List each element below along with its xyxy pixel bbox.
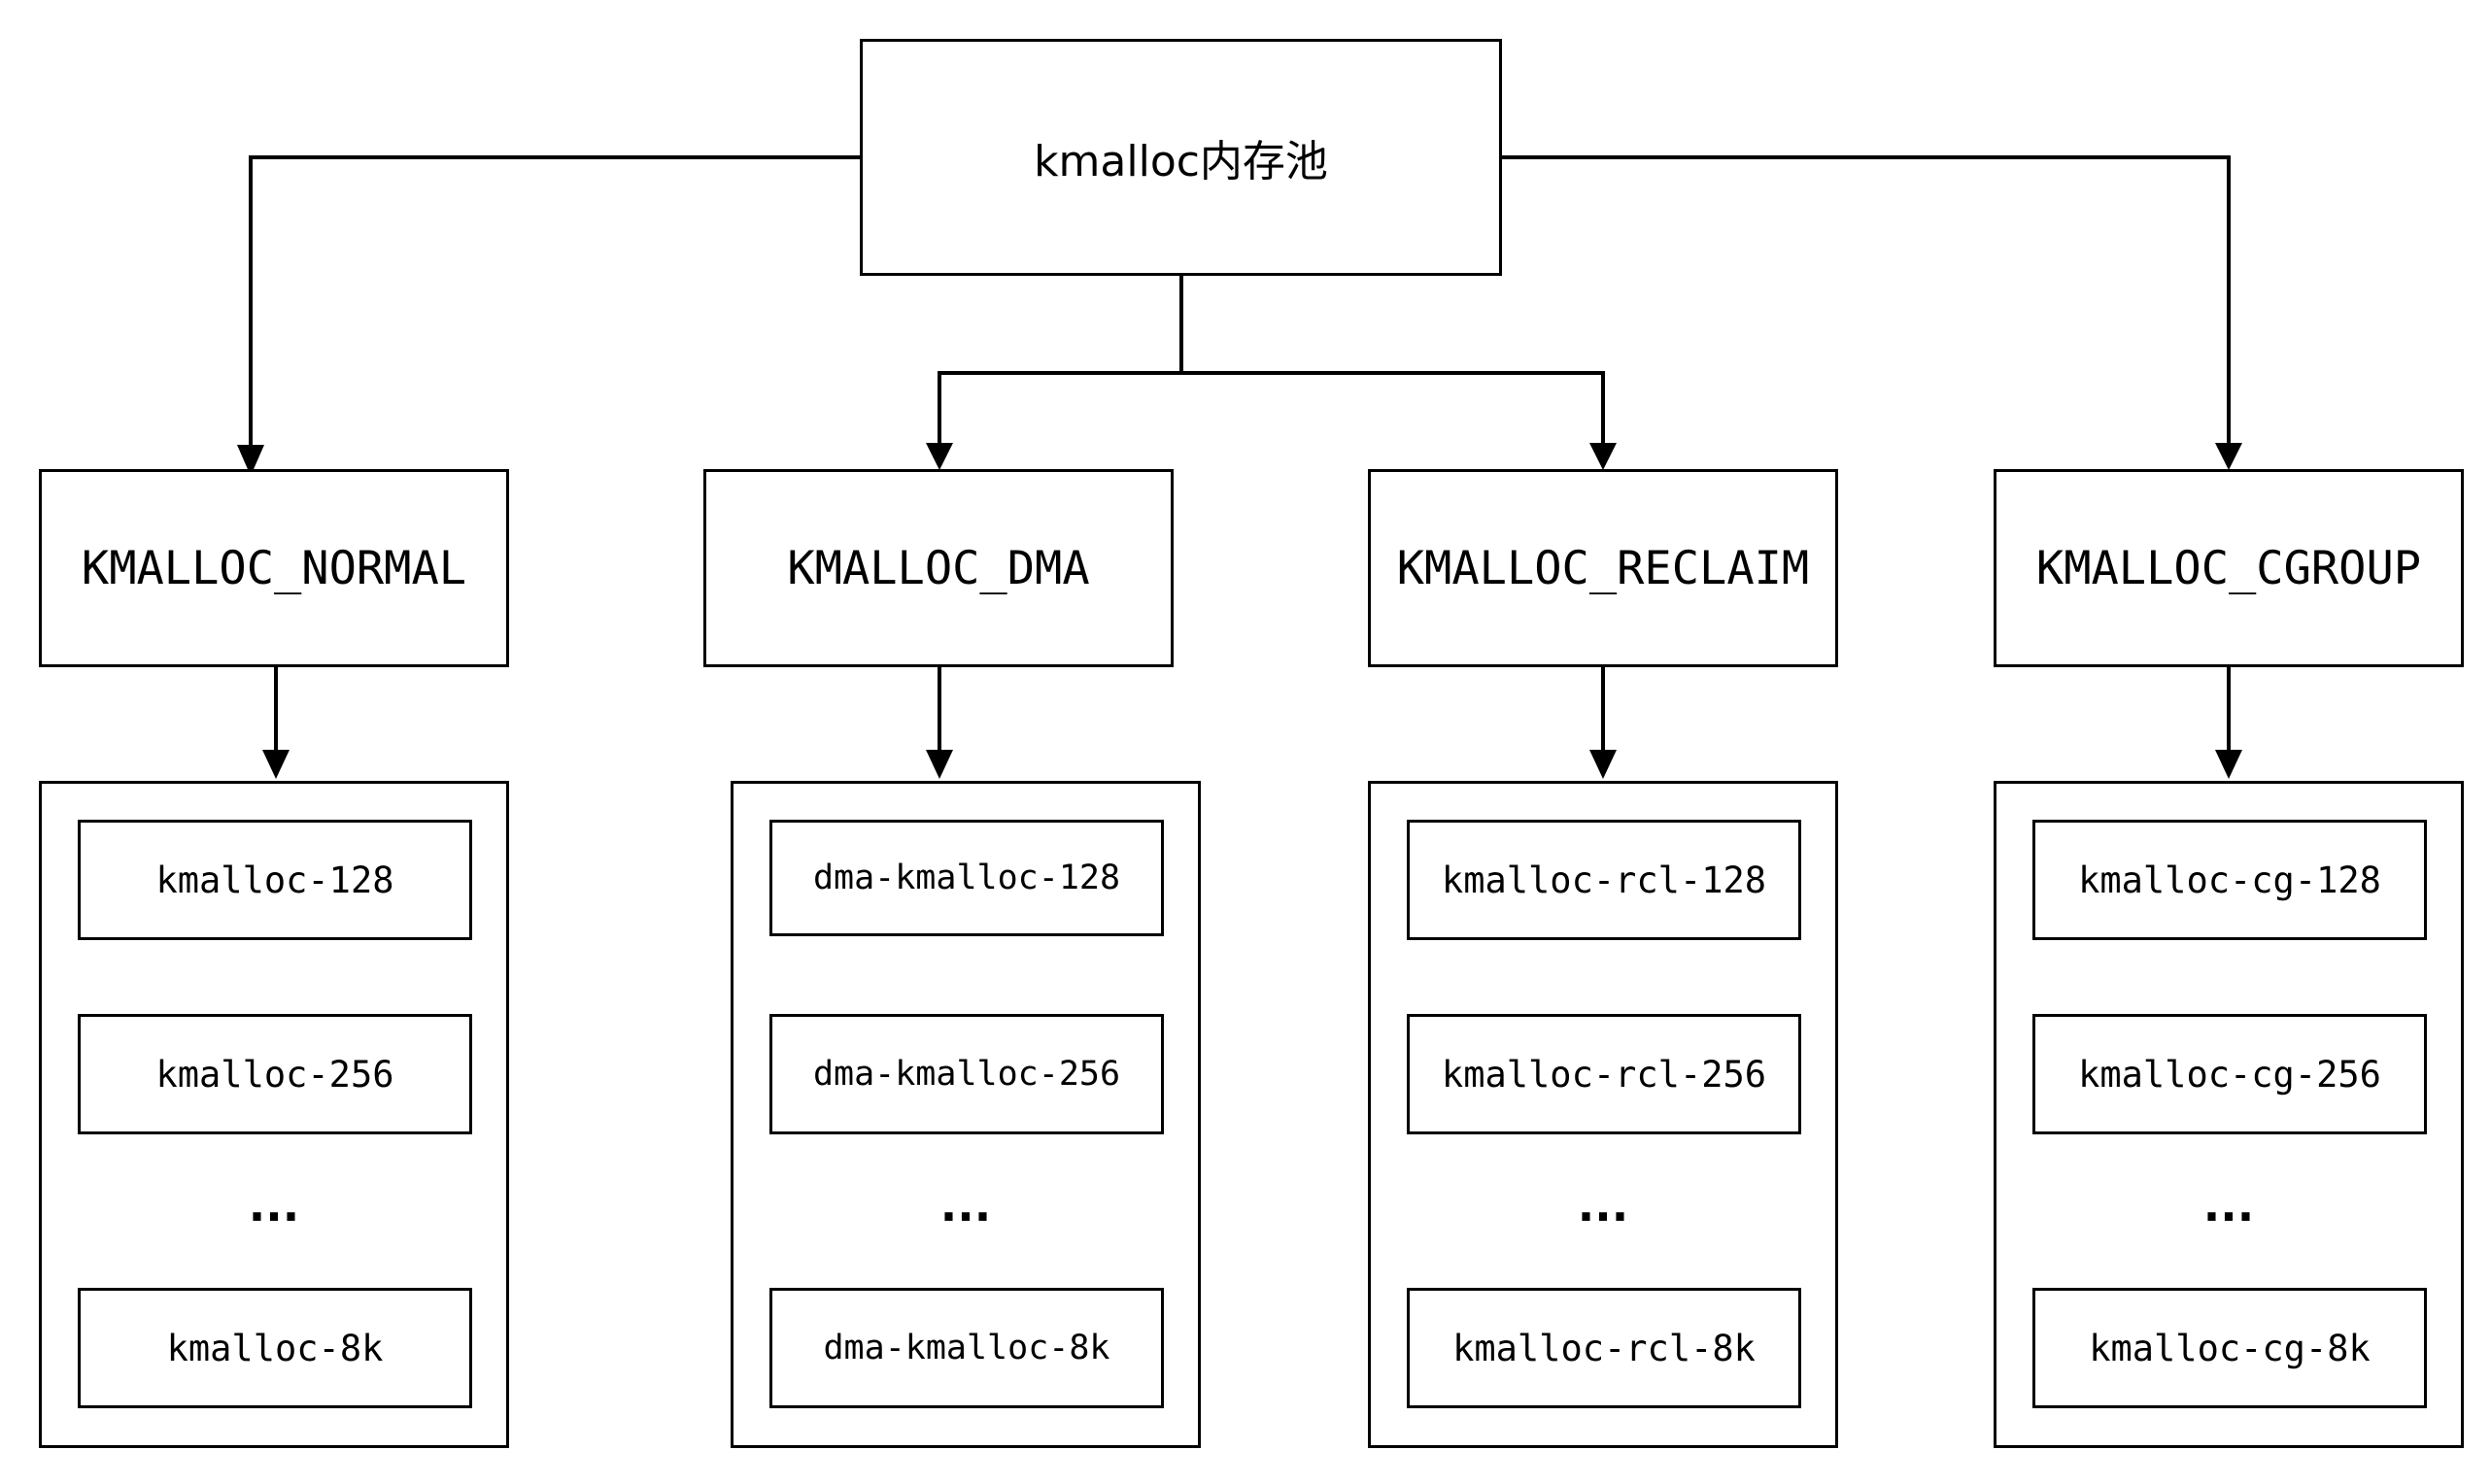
arrowhead-normal — [237, 445, 264, 476]
cache-item-label: kmalloc-rcl-8k — [1452, 1327, 1756, 1369]
arrowhead-cgroup-caches — [2215, 750, 2242, 779]
cache-item: kmalloc-rcl-128 — [1407, 820, 1801, 940]
cache-item: kmalloc-rcl-8k — [1407, 1288, 1801, 1408]
cache-item-label: dma-kmalloc-8k — [823, 1329, 1110, 1367]
cache-item: kmalloc-cg-128 — [2032, 820, 2427, 940]
category-cgroup: KMALLOC_CGROUP — [1994, 469, 2464, 667]
cache-item-label: kmalloc-cg-128 — [2078, 859, 2381, 901]
cache-item-label: kmalloc-rcl-128 — [1441, 859, 1767, 901]
category-reclaim: KMALLOC_RECLAIM — [1368, 469, 1838, 667]
cache-item: kmalloc-128 — [78, 820, 472, 940]
cache-item-label: dma-kmalloc-128 — [812, 859, 1121, 897]
arrowhead-reclaim-caches — [1589, 750, 1617, 779]
connector-root-to-normal — [249, 155, 860, 449]
cache-item: dma-kmalloc-8k — [769, 1288, 1164, 1408]
cache-item: dma-kmalloc-128 — [769, 820, 1164, 936]
root-node: kmalloc内存池 — [860, 39, 1502, 276]
cache-item-label: kmalloc-cg-8k — [2089, 1327, 2371, 1369]
ellipsis: ... — [248, 1179, 300, 1231]
ellipsis: ... — [939, 1179, 992, 1231]
cache-item-label: kmalloc-8k — [166, 1327, 384, 1369]
cache-item-label: kmalloc-256 — [155, 1053, 394, 1096]
arrowhead-dma-caches — [926, 750, 953, 779]
arrowhead-cgroup — [2215, 443, 2242, 470]
cache-item-label: kmalloc-cg-256 — [2078, 1053, 2381, 1096]
ellipsis: ... — [1577, 1179, 1629, 1231]
cache-item: kmalloc-256 — [78, 1014, 472, 1134]
arrowhead-dma — [926, 443, 953, 470]
category-dma-label: KMALLOC_DMA — [787, 541, 1090, 595]
cache-item: kmalloc-cg-8k — [2032, 1288, 2427, 1408]
cache-item: kmalloc-rcl-256 — [1407, 1014, 1801, 1134]
category-reclaim-label: KMALLOC_RECLAIM — [1396, 541, 1810, 595]
cache-item: dma-kmalloc-256 — [769, 1014, 1164, 1134]
cache-item-label: dma-kmalloc-256 — [812, 1055, 1121, 1094]
category-cgroup-label: KMALLOC_CGROUP — [2035, 541, 2422, 595]
cache-item-label: kmalloc-rcl-256 — [1441, 1053, 1767, 1096]
arrowhead-reclaim — [1589, 443, 1617, 470]
root-label: kmalloc内存池 — [1034, 137, 1328, 186]
arrowhead-normal-caches — [262, 750, 290, 779]
category-dma: KMALLOC_DMA — [703, 469, 1174, 667]
category-normal: KMALLOC_NORMAL — [39, 469, 509, 667]
category-normal-label: KMALLOC_NORMAL — [81, 541, 467, 595]
cache-item: kmalloc-cg-256 — [2032, 1014, 2427, 1134]
cache-item-label: kmalloc-128 — [155, 859, 394, 901]
cache-item: kmalloc-8k — [78, 1288, 472, 1408]
connector-root-to-cgroup — [1502, 155, 2231, 447]
connector-root-to-dma — [938, 371, 1181, 447]
connector-root-to-reclaim — [1181, 371, 1605, 447]
ellipsis: ... — [2202, 1179, 2255, 1231]
